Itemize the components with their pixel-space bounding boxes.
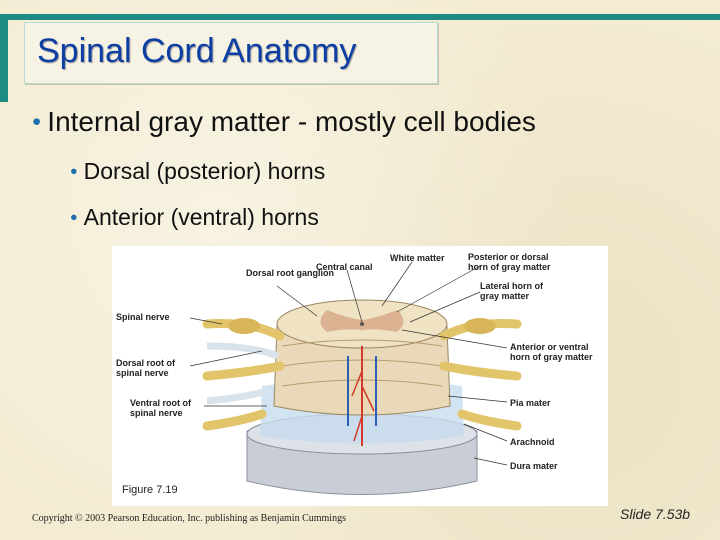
label-central-canal: Central canal <box>316 262 373 272</box>
label-pia-mater: Pia mater <box>510 398 551 408</box>
top-accent-bar <box>0 14 720 20</box>
label-white-matter: White matter <box>390 253 445 263</box>
bullet-icon: ● <box>70 209 78 224</box>
label-dorsal-root: Dorsal root of spinal nerve <box>116 358 176 378</box>
slide-title: Spinal Cord Anatomy <box>37 32 357 70</box>
label-anterior-horn: Anterior or ventral horn of gray matter <box>510 342 593 362</box>
bullet-text: Internal gray matter - mostly cell bodie… <box>47 106 536 137</box>
bullet-text: Anterior (ventral) horns <box>83 204 319 230</box>
label-posterior-horn: Posterior or dorsal horn of gray matter <box>468 252 551 272</box>
label-dura-mater: Dura mater <box>510 461 558 471</box>
bullet-text: Dorsal (posterior) horns <box>83 158 326 184</box>
label-dorsal-root-ganglion: Dorsal root ganglion <box>246 268 335 278</box>
bullet-level2: ● Dorsal (posterior) horns <box>70 158 325 185</box>
figure-caption: Figure 7.19 <box>122 484 178 496</box>
left-accent-bar <box>0 14 8 102</box>
copyright-notice: Copyright © 2003 Pearson Education, Inc.… <box>32 513 346 524</box>
bullet-icon: ● <box>70 163 78 178</box>
label-lateral-horn: Lateral horn of gray matter <box>480 281 544 301</box>
bullet-icon: ● <box>32 112 42 130</box>
label-spinal-nerve: Spinal nerve <box>116 312 170 322</box>
spinal-cord-illustration <box>189 261 522 495</box>
label-ventral-root: Ventral root of spinal nerve <box>130 398 192 418</box>
label-arachnoid: Arachnoid <box>510 437 555 447</box>
bullet-level1: ● Internal gray matter - mostly cell bodi… <box>32 106 536 138</box>
title-box <box>24 22 438 84</box>
slide-number: Slide 7.53b <box>620 506 691 522</box>
spinal-cord-figure: Dorsal root ganglion Central canal White… <box>112 246 608 506</box>
bullet-level2: ● Anterior (ventral) horns <box>70 204 319 231</box>
